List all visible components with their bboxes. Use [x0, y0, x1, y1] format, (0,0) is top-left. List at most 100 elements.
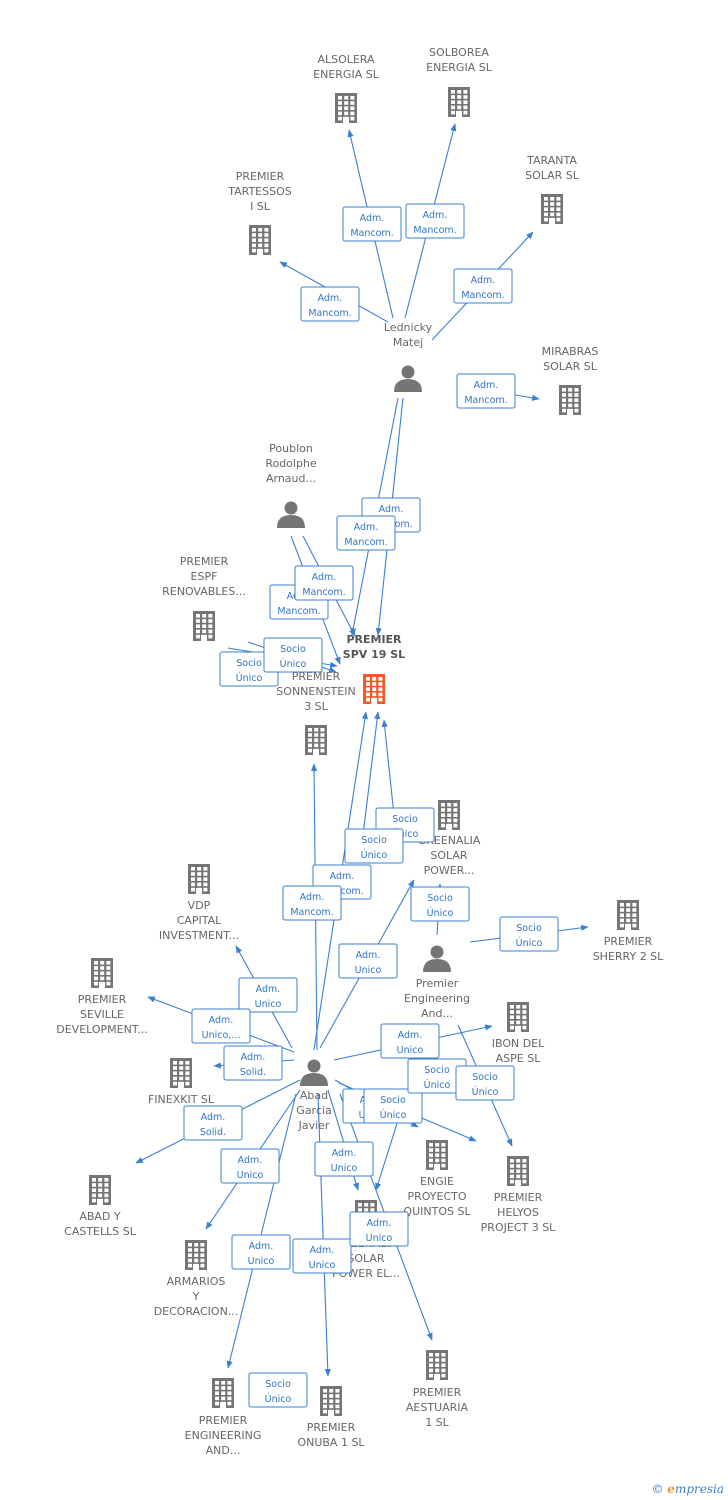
edge-label[interactable]: Adm.Unico [380, 1023, 440, 1059]
edge-label-text: Mancom. [350, 228, 393, 239]
edge-label-text: Adm. [256, 984, 281, 995]
node-label: QUINTOS SL [403, 1205, 471, 1218]
edge-label[interactable]: Adm.Unico [314, 1141, 374, 1177]
edge-label-box[interactable] [314, 1141, 374, 1177]
node-label: Abad [300, 1089, 328, 1102]
edge-label-text: Adm. [398, 1030, 423, 1041]
edge-label-box[interactable] [248, 1372, 308, 1408]
edge-label-box[interactable] [191, 1008, 251, 1044]
edge-label-box[interactable] [342, 206, 402, 242]
edge-label-box[interactable] [263, 637, 323, 673]
edge-label[interactable]: Adm.Mancom. [336, 515, 396, 551]
node-greenalia1[interactable]: GREENALIASOLARPOWER... [418, 800, 481, 877]
edge-label-box[interactable] [455, 1065, 515, 1101]
edge-label-box[interactable] [292, 1238, 352, 1274]
edge-label-box[interactable] [405, 203, 465, 239]
node-espf[interactable]: PREMIERESPFRENOVABLES... [162, 555, 246, 641]
edge-label[interactable]: Adm.Mancom. [294, 565, 354, 601]
node-label: ABAD Y [79, 1210, 121, 1223]
edge-label[interactable]: Adm.Unico,... [191, 1008, 251, 1044]
edge-label-text: Único [516, 937, 543, 949]
edge-label-text: Adm. [318, 293, 343, 304]
edge-label[interactable]: Adm.Mancom. [282, 885, 342, 921]
edge-label-text: Mancom. [413, 225, 456, 236]
building-icon [335, 93, 357, 123]
edge-label[interactable]: Adm.Unico [220, 1148, 280, 1184]
edge-label[interactable]: Adm.Solid. [223, 1045, 283, 1081]
node-poublon[interactable]: PoublonRodolpheArnaud... [265, 442, 317, 528]
edge-label-box[interactable] [294, 565, 354, 601]
node-armarios[interactable]: ARMARIOSYDECORACION... [154, 1240, 239, 1318]
edge-label[interactable]: Adm.Mancom. [456, 373, 516, 409]
edge-label-box[interactable] [380, 1023, 440, 1059]
edge-label-box[interactable] [338, 943, 398, 979]
edge-label[interactable]: Adm.Mancom. [300, 286, 360, 322]
edge-label[interactable]: Adm.Unico [238, 977, 298, 1013]
edge-label[interactable]: Adm.Unico [349, 1211, 409, 1247]
edge-label-box[interactable] [363, 1088, 423, 1124]
edge-label-text: Adm. [360, 213, 385, 224]
brand-footer[interactable]: © empresia [651, 1482, 724, 1496]
edge-label[interactable]: Adm. Mancom. [405, 203, 465, 239]
edge-label-text: Adm. [474, 380, 499, 391]
edge-label-box[interactable] [238, 977, 298, 1013]
node-finexkit[interactable]: FINEXKIT SL [148, 1058, 215, 1106]
node-label: Y [192, 1290, 200, 1303]
edge-label-box[interactable] [410, 886, 470, 922]
edge-label[interactable]: Adm.Unico [231, 1234, 291, 1270]
edge-label-text: Adm. [356, 950, 381, 961]
edge-label-box[interactable] [183, 1105, 243, 1141]
edge-label-box[interactable] [231, 1234, 291, 1270]
edge-label-box[interactable] [300, 286, 360, 322]
node-vdp[interactable]: VDPCAPITALINVESTMENT... [159, 864, 239, 942]
node-premeng2[interactable]: PREMIERENGINEERINGAND... [185, 1378, 262, 1457]
edge-label-box[interactable] [220, 1148, 280, 1184]
edge-label-box[interactable] [499, 916, 559, 952]
edge-label-box[interactable] [223, 1045, 283, 1081]
edge-label[interactable]: Adm.Solid. [183, 1105, 243, 1141]
edge-label-text: Adm. [423, 210, 448, 221]
edge-label-box[interactable] [349, 1211, 409, 1247]
edge-label-box[interactable] [336, 515, 396, 551]
edge-label[interactable]: Adm.Unico [292, 1238, 352, 1274]
edge-label-box[interactable] [282, 885, 342, 921]
node-label: PROJECT 3 SL [481, 1221, 557, 1234]
node-label: PROYECTO [407, 1190, 466, 1203]
edge-label-box[interactable] [456, 373, 516, 409]
edge-label-box[interactable] [453, 268, 513, 304]
node-seville[interactable]: PREMIERSEVILLEDEVELOPMENT... [56, 958, 148, 1036]
edge-label[interactable]: Adm. Mancom. [342, 206, 402, 242]
edge-label[interactable]: Adm.Mancom. [453, 268, 513, 304]
node-premeng[interactable]: PremierEngineeringAnd... [404, 945, 470, 1021]
edge-label-box[interactable] [344, 828, 404, 864]
edge-label[interactable]: Adm.Unico [338, 943, 398, 979]
edge-label-text: Único [265, 1393, 292, 1405]
node-label: SONNENSTEIN [276, 685, 355, 698]
edge-label-text: Único [280, 658, 307, 670]
node-label: ARMARIOS [167, 1275, 226, 1288]
